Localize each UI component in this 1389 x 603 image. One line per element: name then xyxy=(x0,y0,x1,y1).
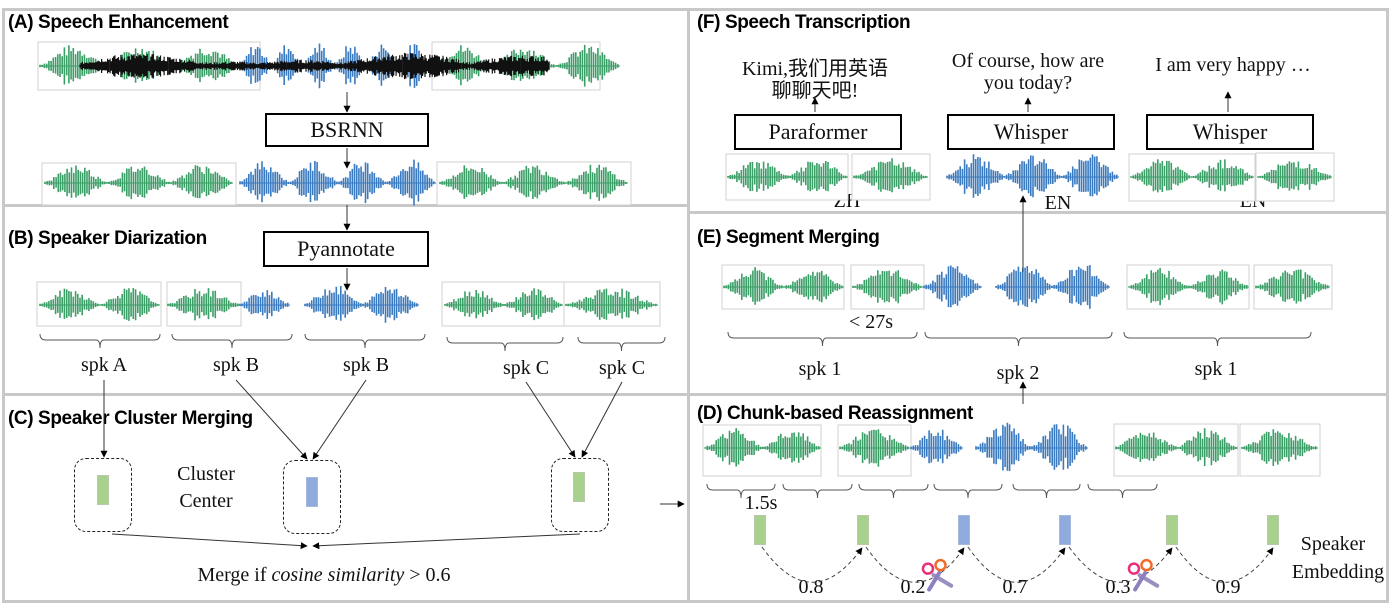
cluster-center-b xyxy=(306,477,318,507)
diarization-label-2: spk B xyxy=(212,354,260,376)
cluster-center-c xyxy=(573,472,585,502)
transcript-en2-line1: I am very happy … xyxy=(1155,54,1311,76)
similarity-2: 0.2 xyxy=(900,576,926,598)
chunk-embedding-5 xyxy=(1166,515,1178,545)
panel-speech-transcription xyxy=(687,8,1389,214)
cluster-box-a xyxy=(74,458,132,532)
chunk-embedding-3 xyxy=(958,515,970,545)
whisper-model-box-2: Whisper xyxy=(1146,114,1314,150)
similarity-4: 0.3 xyxy=(1105,576,1131,598)
cluster-box-b xyxy=(283,460,341,534)
merge-rule: Merge if cosine similarity > 0.6 xyxy=(197,564,450,587)
panel-speech-enhancement xyxy=(2,8,690,207)
chunk-embedding-1 xyxy=(754,515,766,545)
transcript-en1-line2: you today? xyxy=(983,72,1073,94)
transcript-zh-line2: 聊聊天吧! xyxy=(771,80,859,102)
similarity-3: 0.7 xyxy=(1002,576,1028,598)
merge-rule-prefix: Merge if xyxy=(197,564,272,586)
merge-rule-threshold: > 0.6 xyxy=(404,564,451,586)
length-limit-label: < 27s xyxy=(848,311,894,333)
bsrnn-model-box: BSRNN xyxy=(265,113,429,147)
cluster-center-label-2: Center xyxy=(179,490,233,512)
whisper-model-box-1: Whisper xyxy=(947,114,1115,150)
panel-a-title: (A) Speech Enhancement xyxy=(8,12,229,33)
whisper-label-2: Whisper xyxy=(1192,119,1268,144)
lang-tag-zh: ZH xyxy=(833,190,861,212)
diarization-label-5: spk C xyxy=(598,357,646,379)
merged-segment-label-2: spk 2 xyxy=(996,362,1040,384)
panel-b-title: (B) Speaker Diarization xyxy=(8,228,207,249)
merged-segment-label-1: spk 1 xyxy=(798,358,842,380)
cluster-center-a xyxy=(97,475,109,505)
paraformer-model-box: Paraformer xyxy=(734,114,902,150)
lang-tag-en-2: EN xyxy=(1239,190,1267,212)
paraformer-label: Paraformer xyxy=(768,119,868,144)
lang-tag-en-1: EN xyxy=(1044,192,1072,214)
panel-d-title: (D) Chunk-based Reassignment xyxy=(697,403,973,424)
whisper-label-1: Whisper xyxy=(993,119,1069,144)
chunk-embedding-2 xyxy=(857,515,869,545)
similarity-5: 0.9 xyxy=(1215,576,1241,598)
panel-c-title: (C) Speaker Cluster Merging xyxy=(8,408,253,429)
merged-segment-label-3: spk 1 xyxy=(1194,358,1238,380)
chunk-embedding-6 xyxy=(1267,515,1279,545)
speaker-embedding-label-2: Embedding xyxy=(1291,561,1385,583)
panel-f-title: (F) Speech Transcription xyxy=(697,12,911,33)
diarization-label-4: spk C xyxy=(502,357,550,379)
chunk-embedding-4 xyxy=(1059,515,1071,545)
similarity-1: 0.8 xyxy=(798,576,824,598)
bsrnn-label: BSRNN xyxy=(310,117,384,142)
diarization-label-3: spk B xyxy=(342,354,390,376)
pyannotate-model-box: Pyannotate xyxy=(263,231,429,267)
cluster-center-label-1: Cluster xyxy=(177,463,235,485)
transcript-zh-line1: Kimi,我们用英语 xyxy=(741,58,889,80)
panel-e-title: (E) Segment Merging xyxy=(697,227,880,248)
speaker-embedding-label-1: Speaker xyxy=(1300,533,1366,555)
transcript-en1-line1: Of course, how are xyxy=(951,50,1105,72)
cluster-box-c xyxy=(551,458,609,532)
diarization-label-1: spk A xyxy=(80,354,128,376)
pyannotate-label: Pyannotate xyxy=(297,236,395,261)
merge-rule-metric: cosine similarity xyxy=(271,564,405,586)
chunk-length-label: 1.5s xyxy=(744,492,778,514)
